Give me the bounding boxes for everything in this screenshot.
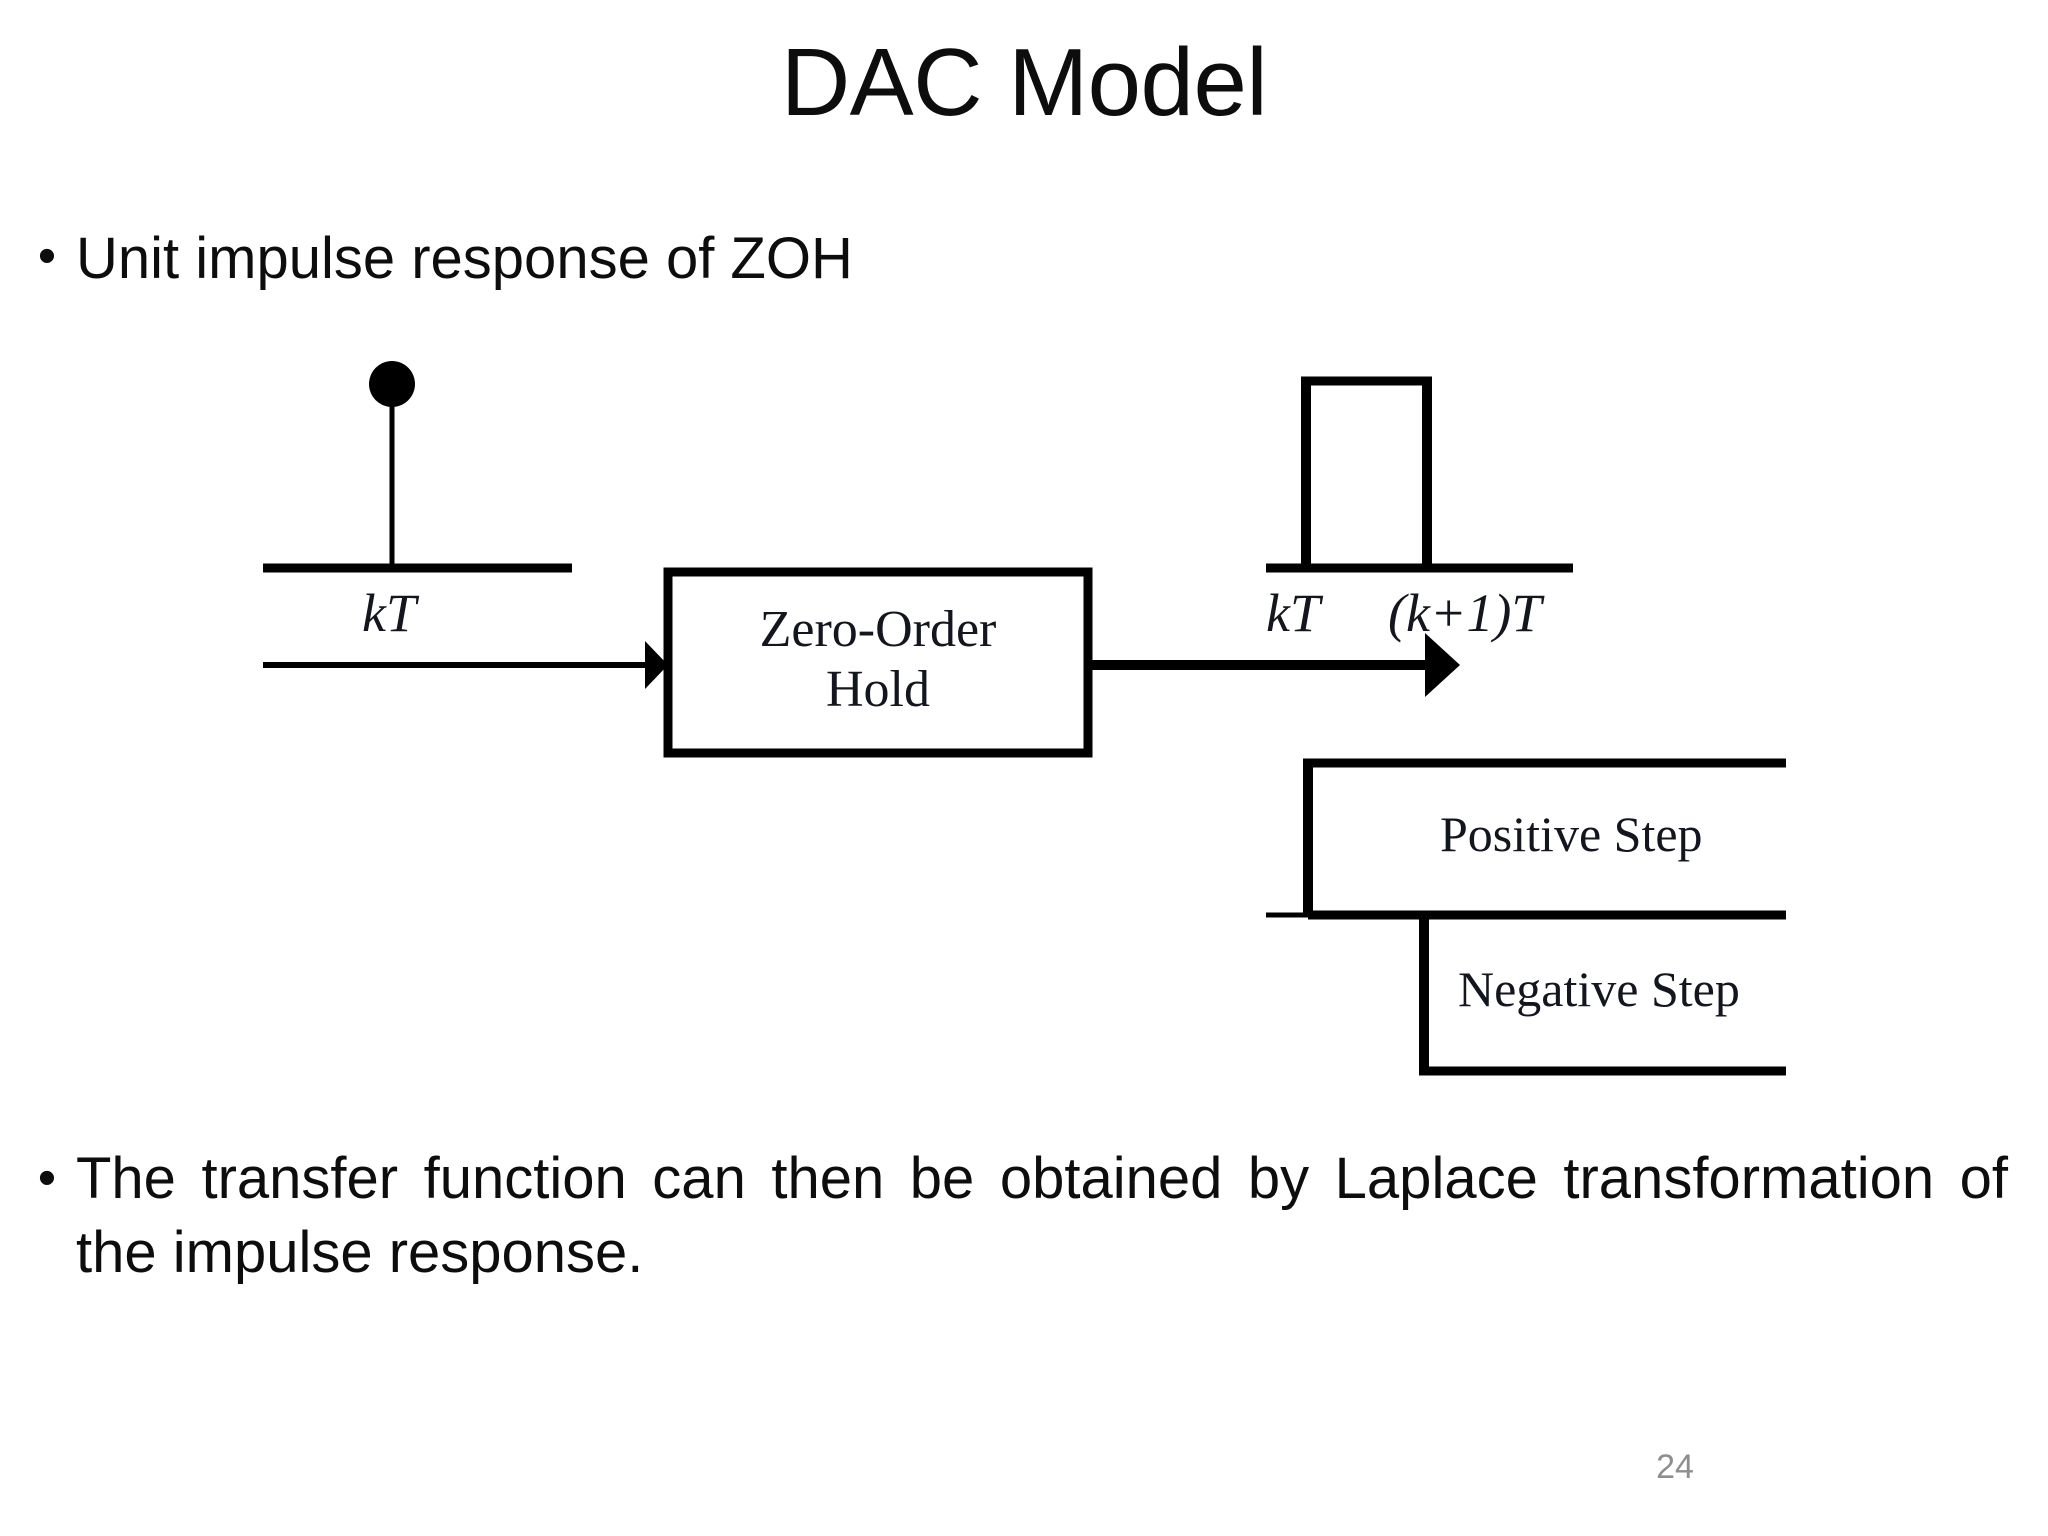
- output-arrow-head: [1425, 633, 1460, 697]
- input-axis-label-kT: kT: [362, 583, 416, 643]
- impulse-dot-marker: [369, 361, 415, 407]
- negative-step-waveform: [1308, 910, 1786, 1076]
- bullet-item-1: • Unit impulse response of ZOH: [18, 222, 1418, 296]
- input-impulse-plot: [263, 361, 572, 573]
- output-axis-label-k-plus-1-T: (k+1)T: [1388, 583, 1542, 643]
- bullet-marker-icon: •: [37, 227, 57, 285]
- positive-step-waveform: [1266, 758, 1786, 918]
- bullet-marker-icon-2: •: [37, 1149, 57, 1207]
- page-number: 24: [1656, 1448, 1694, 1486]
- zero-order-hold-block: [663, 567, 1093, 758]
- zoh-block-label-line2: Hold: [826, 661, 930, 719]
- input-arrow-head: [645, 641, 668, 689]
- negative-step-label: Negative Step: [1458, 961, 1740, 1017]
- output-signal-arrow: [1090, 633, 1460, 697]
- input-signal-arrow: [263, 641, 668, 689]
- zoh-block-label-line1: Zero-Order: [759, 601, 997, 658]
- page-title: DAC Model: [780, 29, 1268, 136]
- zoh-block-label: Zero-Order Hold: [668, 600, 1088, 721]
- positive-step-label: Positive Step: [1440, 806, 1703, 862]
- output-pulse-plot: [1266, 376, 1573, 573]
- bullet-2-text: The transfer function can then be obtain…: [76, 1146, 2008, 1286]
- bullet-item-2: • The transfer function can then be obta…: [18, 1142, 2026, 1290]
- bullet-1-text: Unit impulse response of ZOH: [76, 226, 853, 291]
- output-axis-label-kT: kT: [1266, 583, 1320, 643]
